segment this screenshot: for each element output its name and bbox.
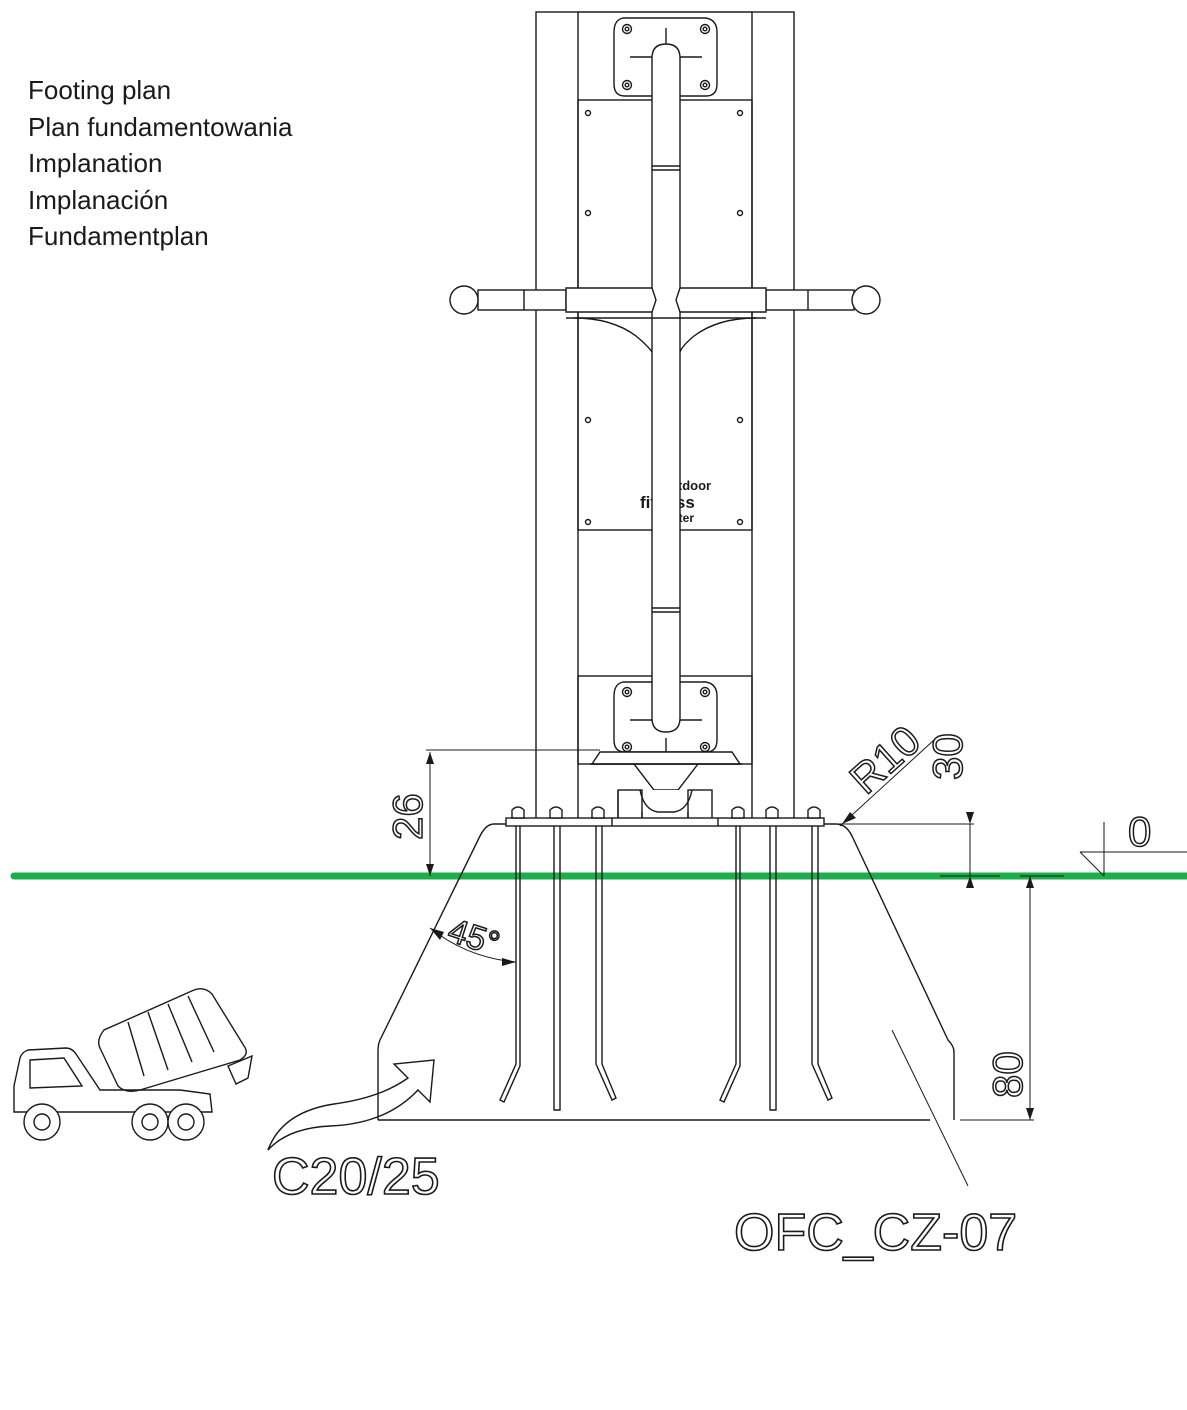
radius-r10: R10 <box>839 715 935 827</box>
dimension-26-label: 26 <box>384 793 431 840</box>
anchor-rods <box>499 806 833 1111</box>
center-bar <box>651 43 681 733</box>
part-code-leader: OFC_CZ-07 <box>733 1029 1018 1263</box>
title-line-es: Implanación <box>28 184 169 215</box>
curved-arrow-icon <box>267 1059 435 1151</box>
ground-level-label: 0 <box>1128 808 1151 855</box>
dimension-30: 30 <box>836 733 1000 888</box>
handle-bar <box>449 285 881 353</box>
dimension-80: 80 <box>960 875 1064 1121</box>
title-block: Footing plan Plan fundamentowania Implan… <box>28 72 293 255</box>
angle-label: 45° <box>444 911 505 963</box>
concrete-footing <box>377 823 955 1121</box>
base-assembly <box>590 751 742 821</box>
concrete-mixer-truck-icon <box>13 987 253 1141</box>
dimension-80-label: 80 <box>984 1051 1031 1098</box>
part-code-label: OFC_CZ-07 <box>734 1204 1017 1262</box>
title-line-pl: Plan fundamentowania <box>28 111 293 142</box>
title-line-de: Fundamentplan <box>28 221 209 251</box>
concrete-grade-label: C20/25 <box>272 1148 440 1206</box>
radius-label: R10 <box>841 716 930 802</box>
title-line-en: Footing plan <box>28 75 172 105</box>
dimension-30-label: 30 <box>924 733 971 780</box>
ground-level-mark: 0 <box>1079 807 1187 877</box>
angle-45: 45° <box>429 911 517 966</box>
anchor-plate <box>505 817 825 827</box>
title-line-fr: Implanation <box>28 148 163 178</box>
dimension-26: 26 <box>383 749 600 876</box>
